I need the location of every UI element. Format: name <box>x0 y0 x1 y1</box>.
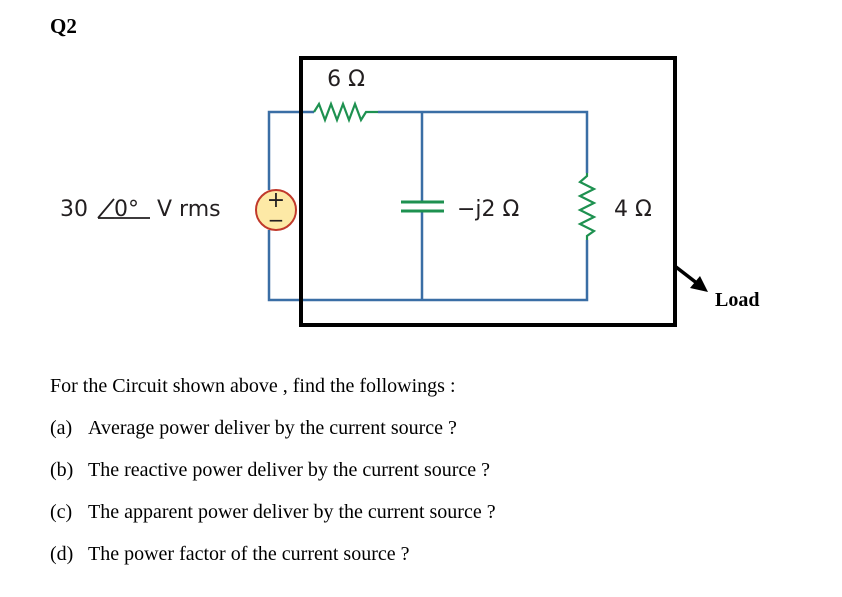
question-text: For the Circuit shown above , find the f… <box>50 372 496 582</box>
wire-top-right <box>378 110 589 173</box>
wires <box>267 110 589 302</box>
wire-left-bottom <box>267 230 589 302</box>
question-item-d: (d) The power factor of the current sourc… <box>50 540 496 582</box>
item-tag: (d) <box>50 543 74 565</box>
item-text: The power factor of the current source ? <box>88 543 410 565</box>
angle-symbol-icon <box>97 198 115 219</box>
minus-sign-icon: − <box>268 208 285 232</box>
voltage-source-circle <box>255 189 297 231</box>
item-tag: (a) <box>50 417 73 439</box>
item-text: The reactive power deliver by the curren… <box>88 459 491 481</box>
resistor-4-ohm-label: 4 Ω <box>614 197 652 222</box>
source-unit: V rms <box>157 197 221 222</box>
question-item-c: (c) The apparent power deliver by the cur… <box>50 498 496 540</box>
plus-sign-icon: + <box>267 188 285 213</box>
resistor-4-ohm <box>577 173 597 240</box>
load-box <box>299 56 677 327</box>
question-number: Q2 <box>50 14 77 38</box>
item-tag: (c) <box>50 501 73 523</box>
item-text: Average power deliver by the current sou… <box>88 417 457 439</box>
voltage-source: + − <box>255 188 297 232</box>
item-text: The apparent power deliver by the curren… <box>88 501 496 523</box>
resistor-6-ohm <box>313 100 378 124</box>
capacitor <box>401 200 444 213</box>
load-label: Load <box>715 289 760 311</box>
question-item-a: (a) Average power deliver by the current … <box>50 414 496 456</box>
source-magnitude: 30 <box>60 197 88 222</box>
source-label: 30 0° V rms <box>60 197 221 222</box>
question-intro: For the Circuit shown above , find the f… <box>50 375 456 397</box>
question-item-b: (b) The reactive power deliver by the cur… <box>50 456 496 498</box>
resistor-6-ohm-label: 6 Ω <box>327 67 365 92</box>
load-arrow-icon <box>674 265 708 292</box>
wire-left-top <box>267 110 314 190</box>
item-tag: (b) <box>50 459 74 481</box>
capacitor-label: −j2 Ω <box>457 197 519 222</box>
